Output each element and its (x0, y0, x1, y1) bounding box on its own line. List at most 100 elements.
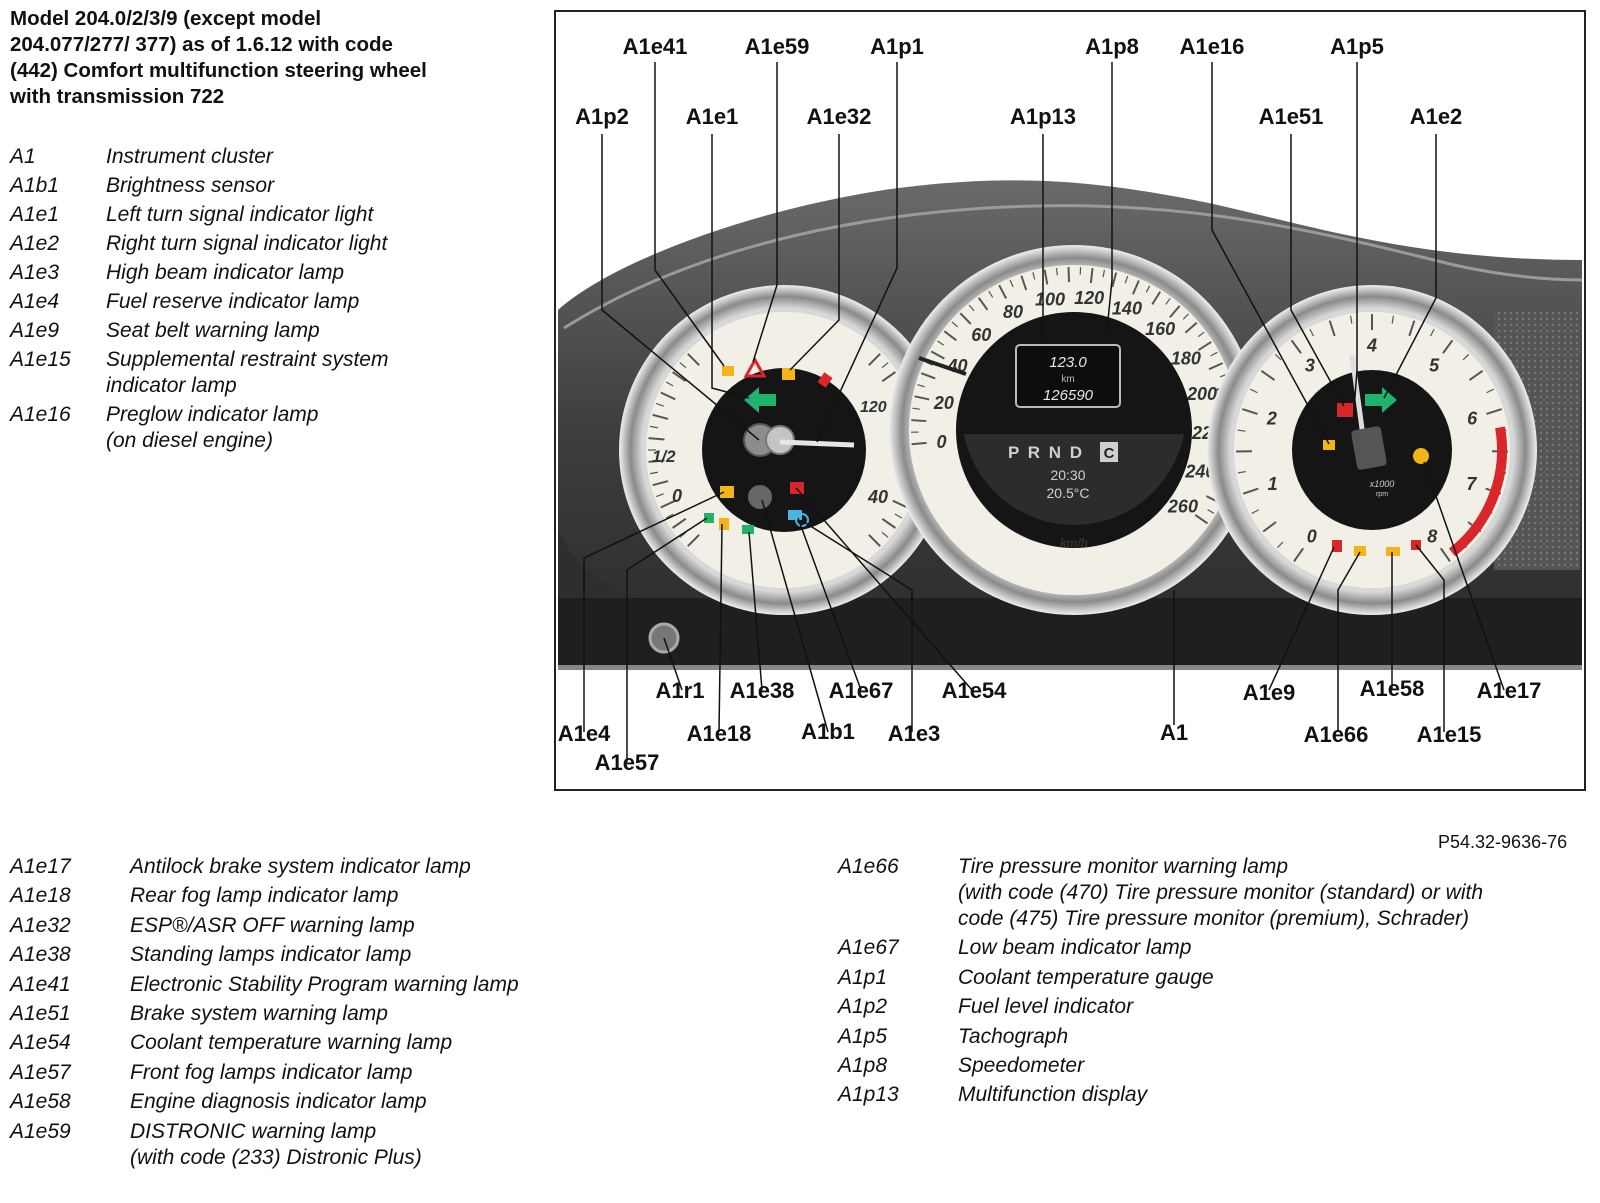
tach-unit-bottom: rpm (1376, 491, 1388, 498)
legend-code: A1p13 (838, 1083, 899, 1107)
gauge-tick-label: 1 (1268, 474, 1278, 494)
gauge-tick-label: 4 (1366, 335, 1377, 355)
legend-code: A1e17 (10, 855, 71, 878)
legend-code: A1p1 (838, 965, 888, 989)
legend-code: A1e1 (10, 203, 60, 226)
legend-description: Fuel reserve indicator lamp (106, 289, 359, 315)
leader-line-a1p1 (816, 62, 898, 443)
leader-line-a1p2 (601, 134, 760, 441)
leader-line-a1p8 (1106, 62, 1113, 331)
gauge-tick (881, 371, 896, 382)
legend-code: A1e41 (10, 972, 71, 996)
page-title: Model 204.0/2/3/9 (except model 204.077/… (10, 6, 530, 110)
leader-line-a1e41 (654, 62, 725, 367)
legend-description: ESP®/ASR OFF warning lamp (130, 913, 415, 939)
gauge-tick (1089, 267, 1094, 284)
gauge-tick-label: 8 (1427, 526, 1437, 546)
gauge-tick (930, 350, 945, 360)
legend-code: A1p2 (838, 995, 888, 1019)
tire-pressure-icon (1354, 546, 1366, 556)
legend-code: A1e38 (10, 943, 71, 967)
legend-description: Left turn signal indicator light (106, 202, 373, 228)
gauge-tick (672, 371, 687, 382)
callout-a1e41: A1e41 (623, 34, 688, 59)
callout-a1e66: A1e66 (1304, 722, 1369, 747)
gauge-tick-label: 80 (1003, 302, 1023, 322)
callout-a1: A1 (1160, 720, 1188, 745)
speed-unit-label: km/h (1060, 536, 1088, 550)
gauge-tick (1408, 320, 1416, 337)
callout-a1e15: A1e15 (1417, 722, 1482, 747)
esp-warning-icon (722, 366, 734, 376)
gauge-tick (1184, 321, 1198, 334)
legend-description: Brightness sensor (106, 173, 274, 199)
leader-line-a1e9 (1268, 546, 1335, 691)
gauge-tick (1207, 509, 1215, 514)
leader-line-a1e3 (803, 521, 913, 732)
gauge-tick (977, 297, 989, 311)
callout-a1p2: A1p2 (575, 104, 629, 129)
coolant-tick-label: 40 (867, 487, 888, 507)
coolant-needle-hub (765, 425, 795, 455)
legend-code: A1e51 (10, 1002, 71, 1025)
tachometer-redzone (1448, 426, 1507, 557)
legend-description-line: Seat belt warning lamp (106, 319, 320, 342)
legend-code: A1e16 (10, 403, 71, 426)
legend-description-line: Low beam indicator lamp (958, 936, 1192, 960)
legend-description: Standing lamps indicator lamp (130, 942, 411, 968)
leader-line-a1b1 (761, 499, 829, 733)
gauge-tick-label: 3 (1305, 356, 1315, 376)
leader-lines (583, 62, 1505, 762)
trip-value: 123.0 (1049, 354, 1087, 371)
gauge-tick (1210, 351, 1218, 357)
callout-a1e16: A1e16 (1180, 34, 1245, 59)
legend-description: Instrument cluster (106, 144, 273, 170)
coolant-redline-icon (817, 372, 833, 388)
legend-description: Coolant temperature warning lamp (130, 1030, 452, 1056)
gauge-tick (1442, 339, 1454, 354)
gauge-tick (1208, 362, 1224, 371)
callout-a1b1: A1b1 (801, 719, 855, 744)
gauge-tick (649, 471, 659, 475)
leader-line-a1r1 (663, 637, 683, 691)
callout-a1r1: A1r1 (656, 678, 705, 703)
gauge-tick-label: 240 (1184, 462, 1215, 482)
legend-code: A1e66 (838, 855, 899, 878)
legend-description: Preglow indicator lamp(on diesel engine) (106, 402, 318, 454)
gauge-tick-label: 160 (1145, 319, 1175, 339)
gauge-tick (660, 499, 676, 509)
legend-description-line: (with code (470) Tire pressure monitor (… (958, 881, 1484, 904)
legend-description-line: High beam indicator lamp (106, 261, 345, 284)
gauge-tick (1132, 280, 1140, 295)
gauge-tick (679, 362, 687, 369)
legend-code: A1e2 (10, 232, 60, 255)
legend-description-line: Right turn signal indicator light (106, 232, 388, 255)
gauge-tick (959, 312, 972, 325)
clock-readout: 20:30 (1050, 467, 1085, 483)
gauge-tick-label: 0 (1307, 526, 1317, 546)
legend-description-line: Multifunction display (958, 1083, 1148, 1107)
gauge-tick (1309, 328, 1315, 337)
gauge-tick (1182, 313, 1189, 320)
gauge-tick (1486, 408, 1503, 415)
legend-description-line: Coolant temperature warning lamp (130, 1031, 453, 1055)
legend-code: A1e32 (10, 913, 71, 937)
legend-code: A1 (10, 145, 36, 168)
legend-description-line: Rear fog lamp indicator lamp (130, 884, 399, 908)
leader-line-a1e1 (711, 134, 750, 399)
leader-line-a1p5 (1353, 62, 1358, 411)
leader-line-a1e16 (1211, 62, 1330, 445)
gauge-tick (1237, 429, 1246, 432)
legend-description-line: Coolant temperature gauge (958, 965, 1214, 989)
gauge-tick (912, 407, 920, 410)
legend-description: Speedometer (958, 1053, 1084, 1079)
gauge-tick (1328, 320, 1336, 337)
gauge-tick (1197, 331, 1205, 338)
gauge-tick (881, 531, 889, 538)
gauge-tick (892, 499, 908, 509)
legend-code: A1e4 (10, 290, 60, 313)
